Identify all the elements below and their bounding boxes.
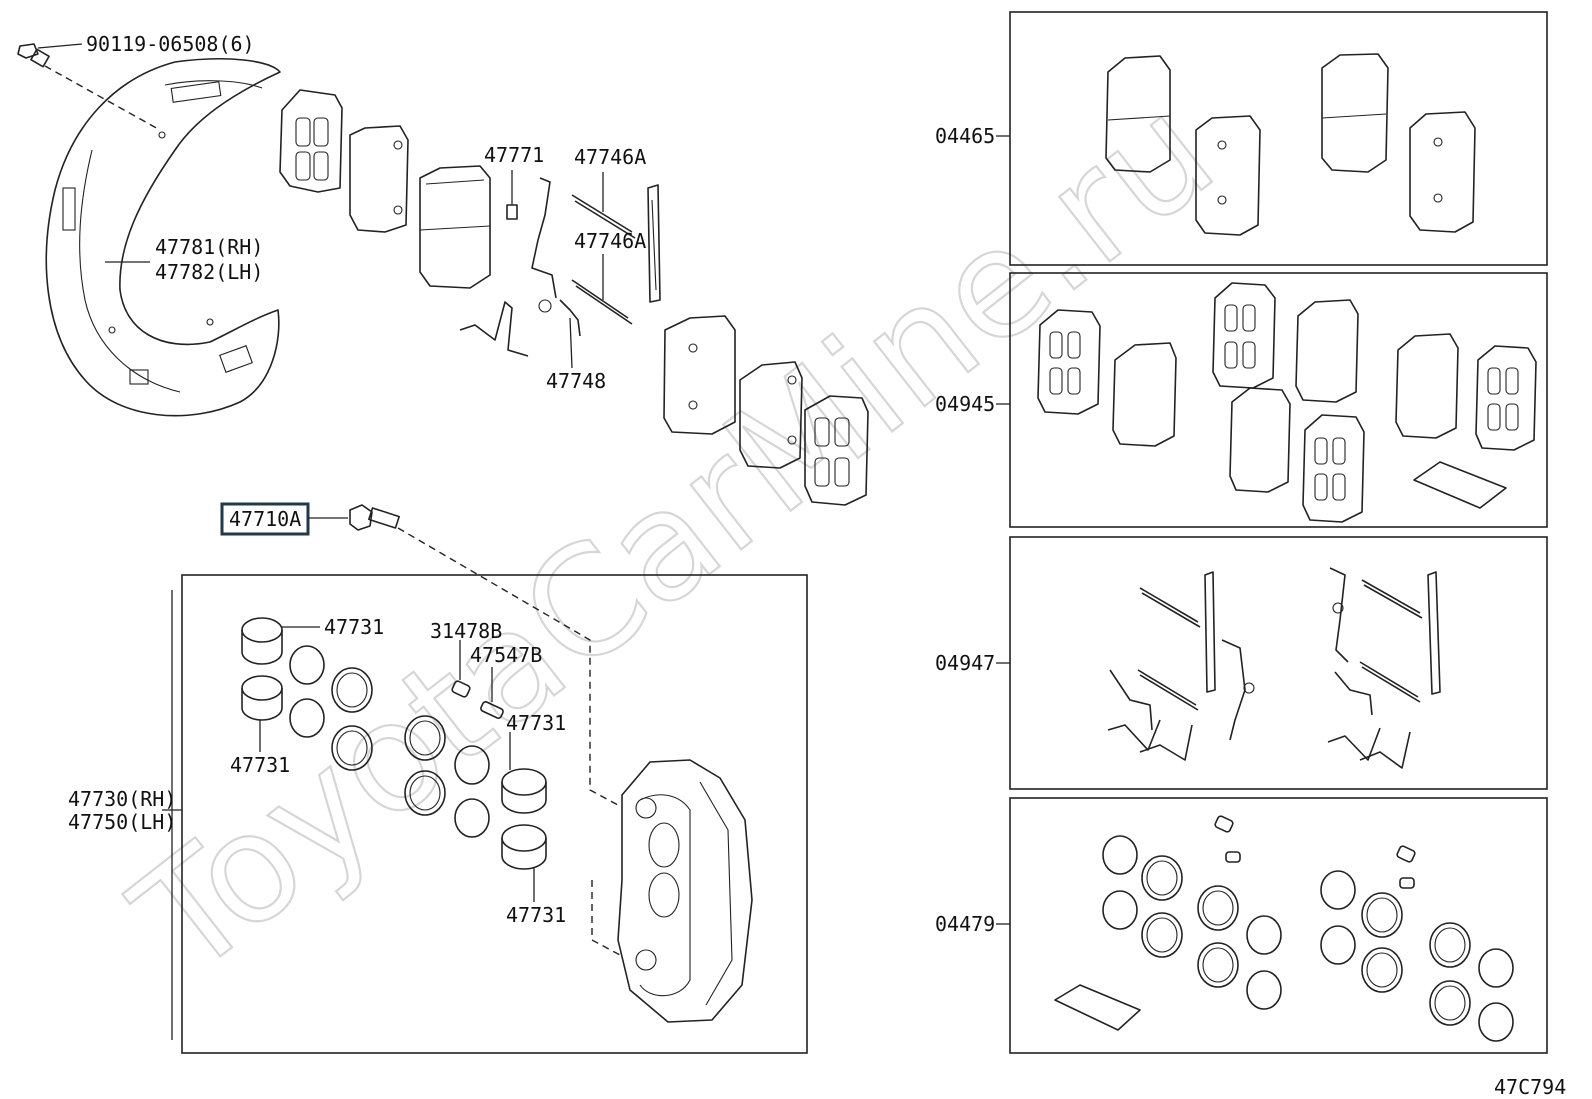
shim-4[interactable]: [804, 395, 869, 506]
piston-mid[interactable]: [501, 768, 547, 814]
label-47731-left: 47731: [230, 753, 290, 777]
kit-04465-code[interactable]: 04465: [935, 124, 995, 148]
kit-04479-code[interactable]: 04479: [935, 912, 995, 936]
label-47771: 47771: [484, 143, 544, 167]
label-47547b: 47547B: [470, 643, 542, 667]
caliper-assembly-box: [181, 574, 808, 1054]
label-47746a-lower: 47746A: [574, 229, 646, 253]
label-47710a[interactable]: 47710A: [229, 507, 301, 531]
guide-pin-lower[interactable]: [571, 279, 633, 325]
kit-04945-code[interactable]: 04945: [935, 392, 995, 416]
label-47781: 47781(RH): [155, 235, 263, 259]
caliper-body[interactable]: [617, 759, 753, 1023]
anti-squeal-clip[interactable]: [506, 204, 518, 220]
dust-shield[interactable]: [45, 58, 281, 417]
bleeder-plug[interactable]: [451, 680, 471, 698]
label-47731-bottom: 47731: [506, 903, 566, 927]
seal-set-right[interactable]: [404, 715, 490, 838]
wire-spring[interactable]: [459, 177, 581, 357]
label-47746a-upper: 47746A: [574, 145, 646, 169]
brake-pad[interactable]: [419, 165, 491, 289]
label-31478b: 31478B: [430, 619, 502, 643]
kit-04465-panel[interactable]: [1009, 11, 1548, 266]
piston-left[interactable]: [241, 675, 283, 721]
kit-04945-panel[interactable]: [1009, 272, 1548, 528]
kit-04947-hardware: [1107, 567, 1441, 769]
label-47730: 47730(RH): [68, 787, 176, 811]
brake-pad-outer[interactable]: [663, 315, 736, 435]
label-47731-mid: 47731: [506, 711, 566, 735]
piston-top[interactable]: [241, 617, 283, 665]
seal-set-left[interactable]: [289, 645, 373, 771]
spring-plate[interactable]: [647, 184, 661, 303]
kit-04947-code[interactable]: 04947: [935, 651, 995, 675]
shim-1[interactable]: [279, 89, 343, 193]
piston-bottom[interactable]: [501, 824, 547, 870]
label-47750: 47750(LH): [68, 810, 176, 834]
diagram-code: 47C794: [1494, 1075, 1566, 1099]
guide-pin-upper[interactable]: [571, 194, 636, 239]
kit-04479-seals: [1054, 815, 1514, 1042]
kit-04479-panel[interactable]: [1009, 797, 1548, 1054]
caliper-bolt[interactable]: [349, 504, 400, 531]
bleeder-cap[interactable]: [480, 701, 504, 719]
shield-bolt[interactable]: [17, 43, 50, 68]
label-47782: 47782(LH): [155, 260, 263, 284]
label-90119-06508: 90119-06508(6): [86, 32, 255, 56]
shim-3[interactable]: [739, 361, 803, 469]
kit-04465-pads: [1105, 53, 1476, 236]
label-47748: 47748: [546, 369, 606, 393]
shim-2[interactable]: [349, 125, 409, 233]
kit-04945-shims: [1037, 282, 1537, 523]
kit-04947-panel[interactable]: [1009, 536, 1548, 790]
selected-part-box[interactable]: [220, 502, 310, 536]
label-47731-top: 47731: [324, 615, 384, 639]
